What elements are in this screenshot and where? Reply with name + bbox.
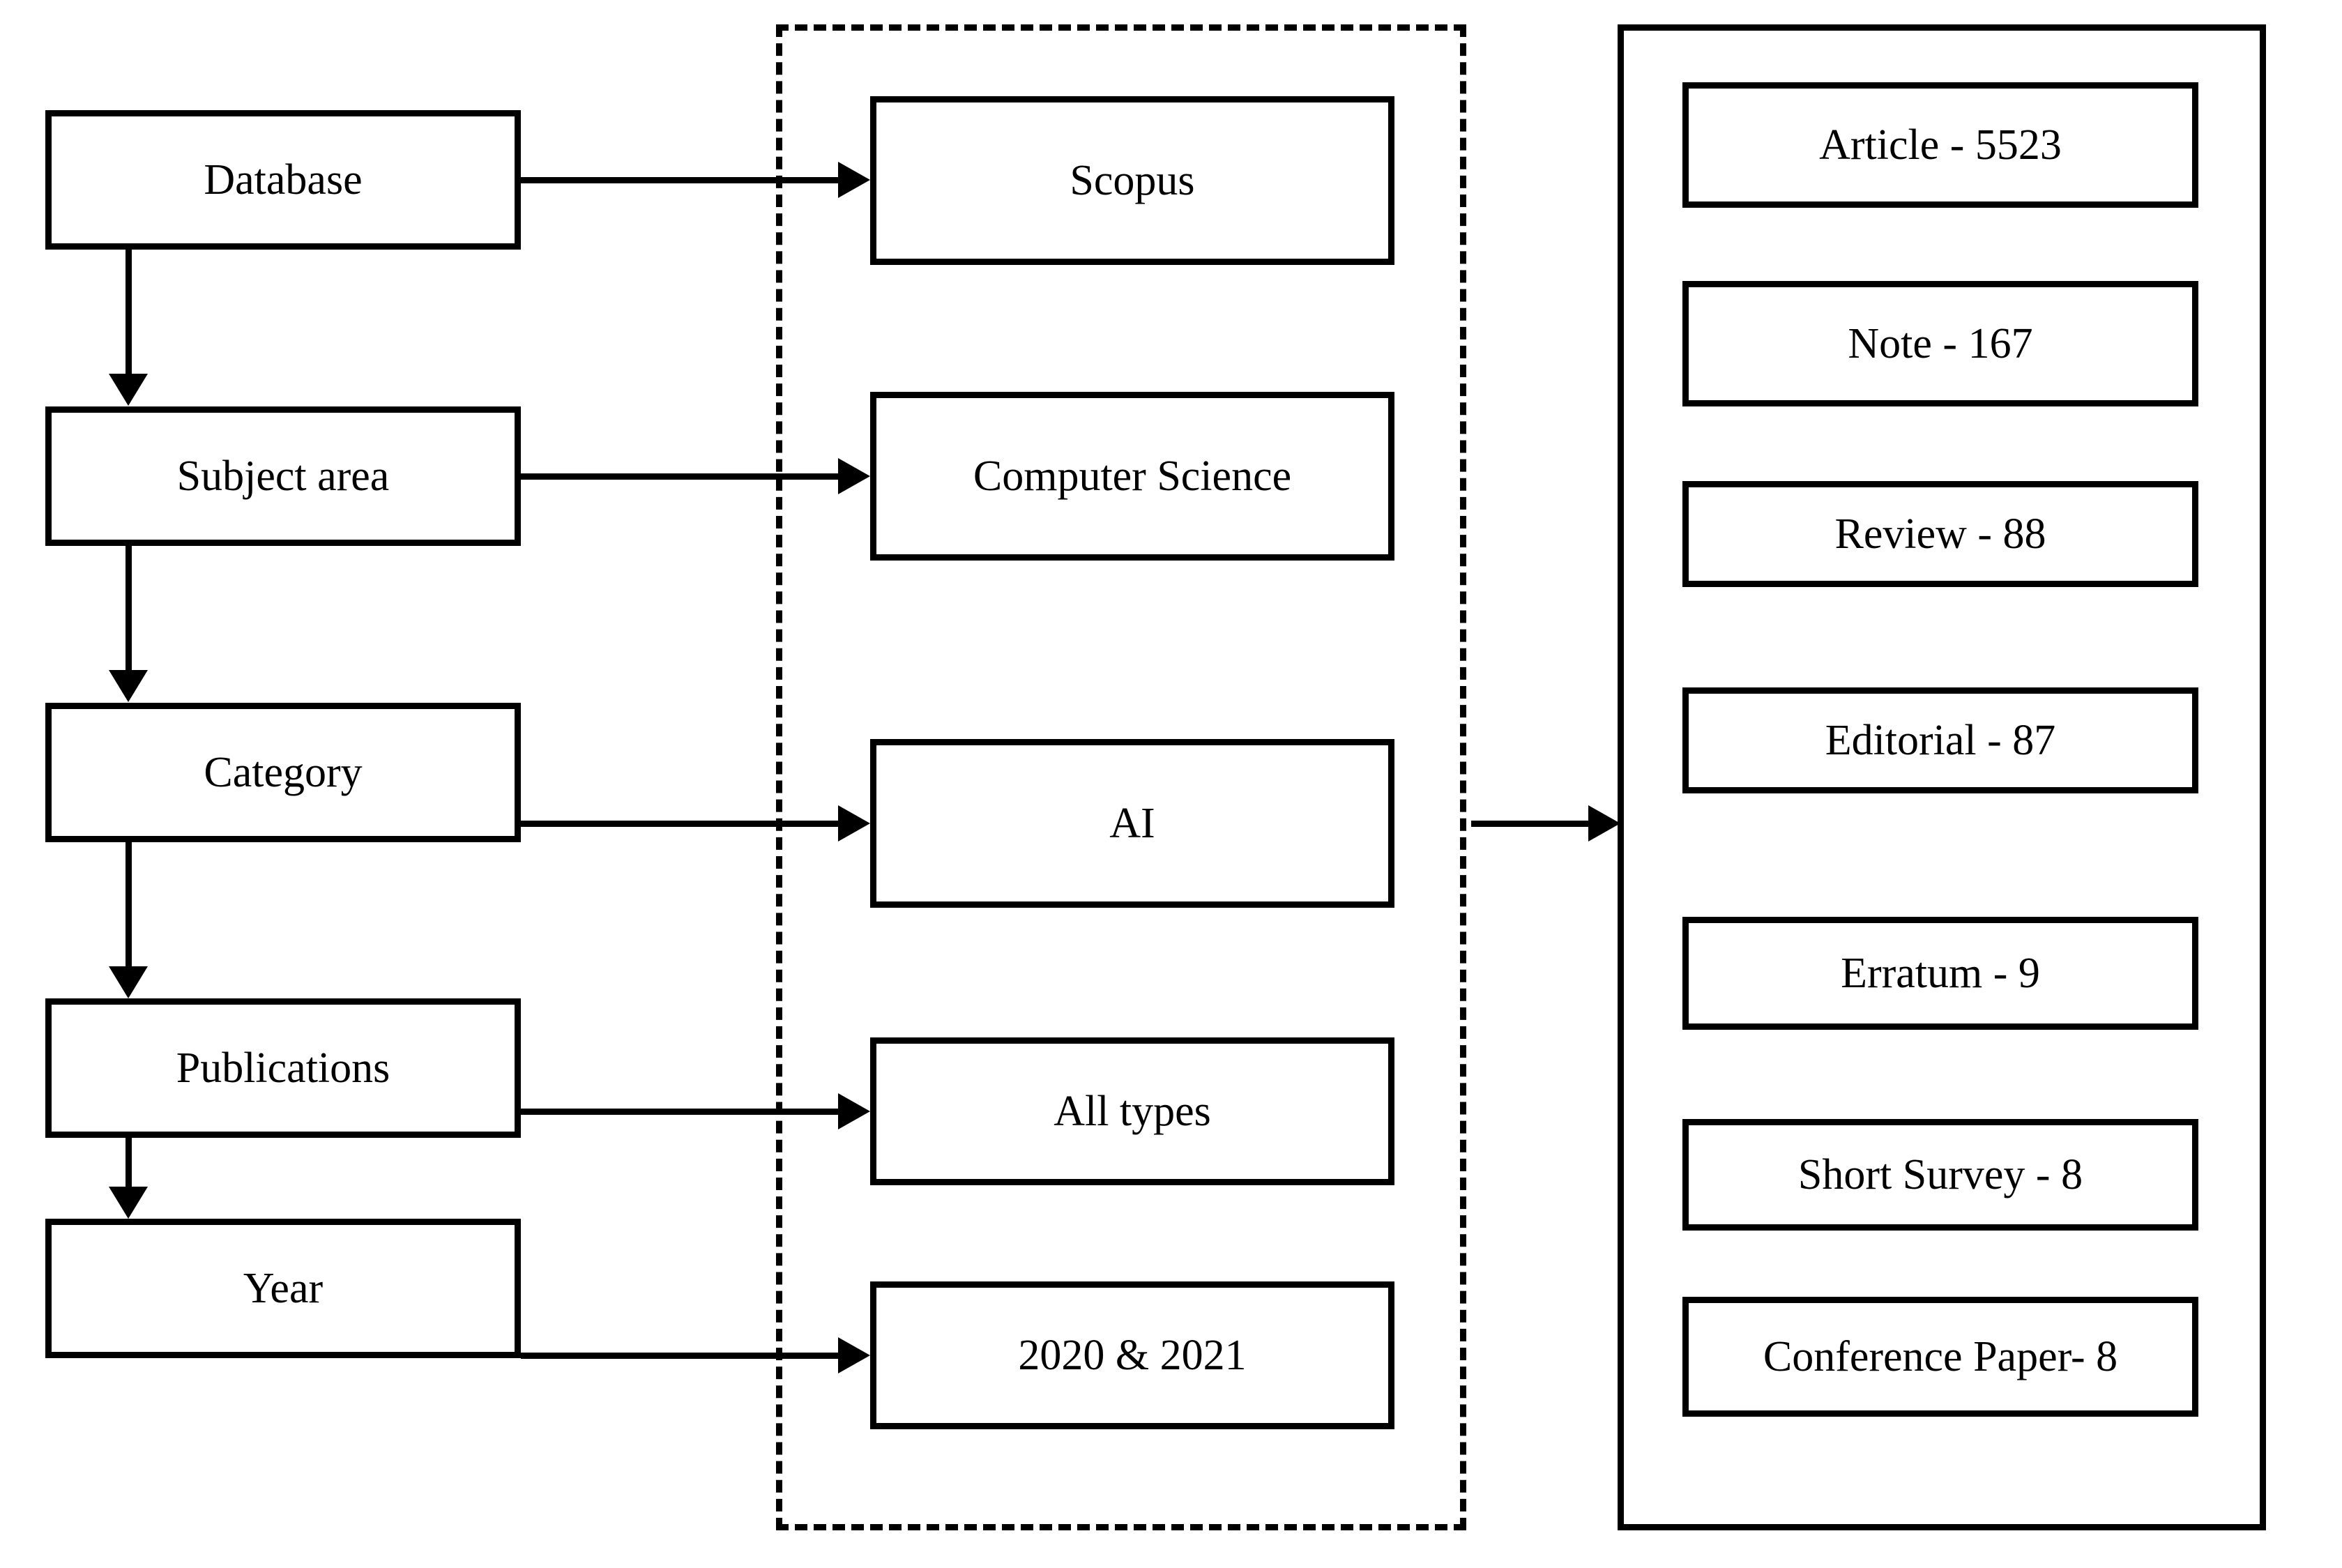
value-label-all-types: All types xyxy=(1054,1087,1211,1135)
connector-publications-to-all-types xyxy=(521,1109,838,1115)
value-box-scopus[interactable]: Scopus xyxy=(870,96,1394,265)
result-label-erratum: Erratum - 9 xyxy=(1841,949,2040,997)
stage-label-publications: Publications xyxy=(176,1044,390,1092)
result-label-note: Note - 167 xyxy=(1848,319,2033,367)
stage-box-database[interactable]: Database xyxy=(45,110,521,250)
connector-category-to-ai xyxy=(521,821,838,827)
results-group xyxy=(1618,24,2266,1530)
result-label-editorial: Editorial - 87 xyxy=(1825,716,2056,764)
value-label-ai: AI xyxy=(1109,799,1155,847)
stage-box-category[interactable]: Category xyxy=(45,703,521,842)
stage-label-subject-area: Subject area xyxy=(176,452,390,500)
connector-subject-area-to-computer-science xyxy=(521,473,838,480)
value-box-all-types[interactable]: All types xyxy=(870,1037,1394,1185)
value-box-ai[interactable]: AI xyxy=(870,739,1394,908)
connector-publications-to-year xyxy=(126,1138,132,1187)
result-box-note[interactable]: Note - 167 xyxy=(1682,281,2198,406)
stage-box-year[interactable]: Year xyxy=(45,1219,521,1358)
stage-label-category: Category xyxy=(204,748,363,796)
stage-label-database: Database xyxy=(204,155,363,204)
value-label-years: 2020 & 2021 xyxy=(1018,1331,1247,1379)
result-box-short-survey[interactable]: Short Survey - 8 xyxy=(1682,1119,2198,1231)
result-label-article: Article - 5523 xyxy=(1819,121,2062,169)
arrowhead-database-to-scopus xyxy=(838,162,870,198)
stage-box-subject-area[interactable]: Subject area xyxy=(45,406,521,546)
result-box-review[interactable]: Review - 88 xyxy=(1682,481,2198,587)
result-box-conference-paper[interactable]: Conference Paper- 8 xyxy=(1682,1297,2198,1417)
stage-box-publications[interactable]: Publications xyxy=(45,998,521,1138)
value-box-computer-science[interactable]: Computer Science xyxy=(870,392,1394,561)
connector-database-to-scopus xyxy=(521,177,838,183)
arrowhead-subject-area-to-computer-science xyxy=(838,458,870,494)
arrowhead-publications-to-all-types xyxy=(838,1093,870,1129)
arrowhead-database-to-subject-area xyxy=(109,374,148,406)
connector-database-to-subject-area xyxy=(126,250,132,374)
connector-criteria-to-results xyxy=(1471,821,1597,827)
arrowhead-criteria-to-results xyxy=(1588,805,1620,842)
result-label-review: Review - 88 xyxy=(1834,510,2046,558)
result-box-erratum[interactable]: Erratum - 9 xyxy=(1682,917,2198,1030)
arrowhead-category-to-ai xyxy=(838,805,870,842)
stage-label-year: Year xyxy=(243,1264,324,1312)
value-label-computer-science: Computer Science xyxy=(973,452,1292,500)
arrowhead-year-to-years xyxy=(838,1337,870,1373)
arrowhead-category-to-publications xyxy=(109,966,148,998)
result-label-conference-paper: Conference Paper- 8 xyxy=(1763,1332,2118,1380)
value-label-scopus: Scopus xyxy=(1070,156,1195,204)
arrowhead-subject-area-to-category xyxy=(109,670,148,702)
connector-subject-area-to-category xyxy=(126,546,132,670)
arrowhead-publications-to-year xyxy=(109,1187,148,1219)
result-box-article[interactable]: Article - 5523 xyxy=(1682,82,2198,208)
connector-category-to-publications xyxy=(126,842,132,966)
connector-year-to-years xyxy=(521,1353,838,1359)
result-label-short-survey: Short Survey - 8 xyxy=(1797,1150,2083,1198)
search-criteria-group xyxy=(776,24,1466,1530)
result-box-editorial[interactable]: Editorial - 87 xyxy=(1682,687,2198,793)
value-box-years[interactable]: 2020 & 2021 xyxy=(870,1281,1394,1429)
